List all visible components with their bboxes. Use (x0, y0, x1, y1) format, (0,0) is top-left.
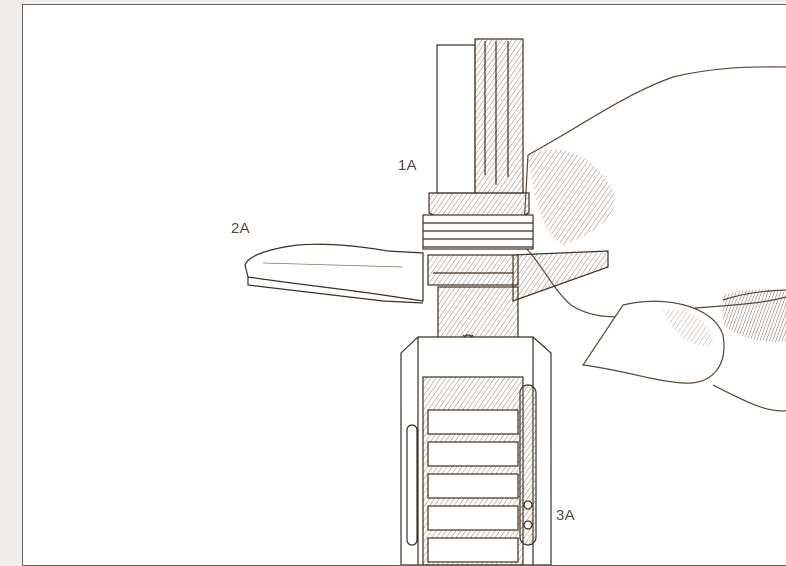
callout-2a: 2A (231, 220, 250, 237)
part-1a-flash-hider (422, 38, 534, 250)
assembly-illustration (244, 38, 786, 565)
part-2a-wrench (244, 243, 609, 304)
illustration-frame: 1A 2A 3A (22, 4, 786, 566)
hand-shading (528, 149, 786, 346)
part-3a-compensator (400, 336, 552, 565)
callout-3a: 3A (556, 507, 575, 524)
callout-1a: 1A (398, 157, 417, 174)
